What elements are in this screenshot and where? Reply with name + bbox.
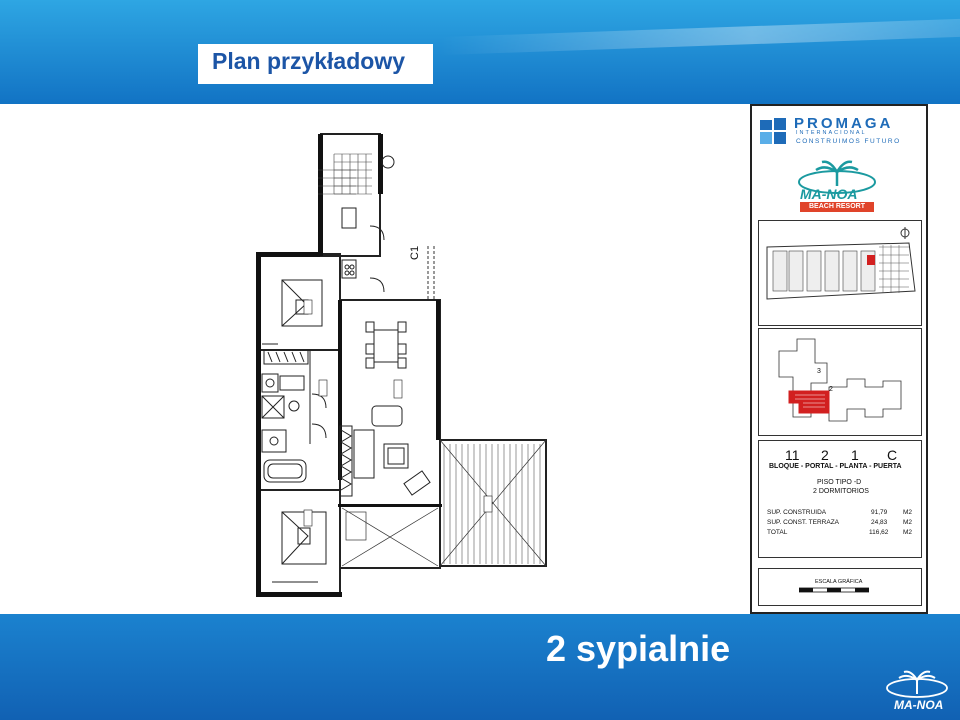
resort-banner: BEACH RESORT: [800, 202, 874, 212]
corridor-label: C1: [409, 246, 421, 260]
brand-tagline: CONSTRUIMOS FUTURO: [796, 138, 901, 145]
floor-plan-drawing: C1: [256, 133, 547, 597]
resort-logo: MA-NOA BEACH RESORT: [792, 156, 882, 216]
bathroom-walls: [257, 349, 341, 491]
scale-label: ESCALA GRÁFICA: [815, 579, 863, 585]
dormitorios: 2 DORMITORIOS: [813, 488, 869, 495]
brand-name: PROMAGA: [794, 115, 894, 132]
block-plan-drawing: 3 2: [778, 338, 902, 422]
area-label-1: SUP. CONSTRUIDA: [767, 509, 827, 516]
svg-text:3: 3: [817, 368, 821, 375]
footer-bar: [0, 614, 960, 720]
area-unit-1: M2: [903, 509, 913, 516]
resort-name: MA-NOA: [800, 186, 858, 202]
area-value-2: 24,83: [871, 519, 888, 526]
unit-info: 11 2 1 C BLOQUE - PORTAL - PLANTA - PUER…: [758, 440, 922, 558]
scale-box: ESCALA GRÁFICA: [758, 568, 922, 606]
code-labels: BLOQUE - PORTAL - PLANTA - PUERTA: [769, 463, 902, 470]
title-box: [198, 44, 433, 84]
promaga-emblem-icon: [760, 118, 786, 144]
info-panel: PROMAGA INTERNACIONAL CONSTRUIMOS FUTURO…: [750, 104, 928, 614]
bedroom-2-walls: [257, 489, 341, 595]
code-puerta: C: [887, 447, 898, 463]
site-map-drawing: [766, 227, 916, 300]
scale-bar: [799, 587, 869, 593]
area-value-3: 116,62: [869, 529, 889, 536]
area-unit-3: M2: [903, 529, 913, 536]
code-portal: 2: [821, 447, 829, 463]
site-map: [758, 220, 922, 326]
piso-tipo: PISO TIPO -D: [817, 479, 862, 486]
terrace-walls: [439, 439, 547, 567]
footer-logo: MA-NOA: [880, 668, 954, 716]
code-planta: 1: [851, 447, 859, 463]
footer-logo-text: MA-NOA: [894, 698, 944, 712]
area-value-1: 91,79: [871, 509, 888, 516]
bedroom-count-caption: 2 sypialnie: [546, 628, 731, 669]
header-decoration: [440, 18, 960, 56]
floor-plan-area: C1: [222, 104, 752, 616]
footer-palm-icon: [886, 670, 948, 698]
brand-sub: INTERNACIONAL: [796, 130, 867, 136]
svg-text:2: 2: [829, 386, 833, 393]
promaga-logo: PROMAGA INTERNACIONAL CONSTRUIMOS FUTURO: [760, 115, 920, 150]
area-unit-2: M2: [903, 519, 913, 526]
kitchen-walls: [320, 133, 381, 257]
area-label-2: SUP. CONST. TERRAZA: [767, 519, 839, 526]
header-bar: [0, 0, 960, 104]
page-title: Plan przykładowy: [212, 48, 406, 74]
palm-tree-icon: [798, 160, 876, 194]
block-plan: 3 2: [758, 328, 922, 436]
bedroom-1-walls: [257, 253, 341, 351]
code-block: 11: [785, 447, 800, 463]
area-label-3: TOTAL: [767, 529, 788, 536]
